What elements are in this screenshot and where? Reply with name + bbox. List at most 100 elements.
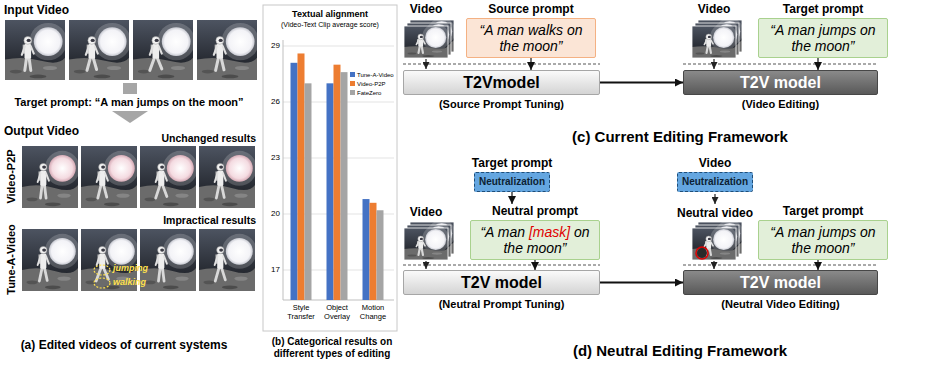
legend-text: FateZero: [357, 89, 381, 97]
legend-swatch: [350, 72, 355, 77]
astronaut-legs: [25, 57, 31, 70]
crater: [138, 70, 150, 74]
axis-tick: 26: [265, 97, 280, 107]
box-heading: Target prompt: [783, 2, 863, 16]
astronaut-head: [706, 34, 712, 40]
axis-tick: 20: [271, 209, 280, 218]
prompt-note: Target prompt: “A man jumps on the moon”: [14, 96, 243, 108]
astronaut-legs: [216, 57, 224, 70]
box-heading: Video: [699, 156, 731, 170]
bar: [298, 53, 305, 300]
text-run: T2Vmodel: [463, 74, 539, 91]
moon-ground: [199, 185, 255, 208]
moon-ground: [197, 58, 257, 80]
step-caption: (Neutral Video Editing): [721, 298, 839, 310]
panel-caption: (a) Edited videos of current systems: [21, 338, 228, 352]
axis-tick: 29: [271, 41, 280, 50]
step-caption: (Video Editing): [683, 98, 878, 111]
crater: [163, 202, 179, 206]
bar: [334, 65, 341, 300]
astronaut-arms: [156, 256, 167, 265]
astronaut-arms: [97, 256, 108, 265]
bar: [377, 210, 384, 300]
callout-text: walking: [113, 277, 163, 288]
astronaut-legs: [216, 184, 224, 198]
crater: [45, 285, 61, 289]
astronaut-visor: [101, 249, 105, 252]
crater: [94, 75, 111, 79]
text-run: Source prompt: [488, 2, 573, 16]
crater: [57, 193, 70, 197]
crater: [432, 252, 443, 254]
text-run: “A man jumps on the moon”: [770, 224, 875, 256]
astronaut-arms: [416, 40, 425, 44]
video-frame: [199, 229, 255, 291]
video-frame: [404, 26, 448, 58]
moon-ground: [22, 185, 78, 208]
crater: [175, 193, 188, 197]
planet: [98, 27, 127, 56]
crater: [235, 66, 249, 70]
crater: [432, 50, 443, 52]
bar: [327, 83, 334, 300]
video-label: Video: [400, 2, 452, 16]
video-frame: [5, 20, 65, 80]
planet: [108, 238, 135, 265]
video-frame: [140, 146, 196, 208]
astronaut-head: [158, 163, 165, 170]
crater: [107, 66, 121, 70]
astronaut-arms: [416, 242, 425, 246]
astronaut-head: [217, 163, 224, 170]
row-title: Input Video: [4, 3, 69, 17]
box-heading: Target prompt: [472, 156, 552, 170]
result-note: Impractical results: [130, 214, 256, 227]
astronaut-arms: [704, 40, 713, 44]
chart-subtitle: (Video-Text Clip average score): [281, 21, 379, 28]
category-label: Style Transfer: [287, 303, 315, 321]
flow-arrow: [511, 192, 512, 204]
video-frame: [22, 146, 78, 208]
video-label: Video: [400, 205, 452, 219]
moon-ground: [692, 46, 736, 58]
frame-edge: [692, 26, 736, 58]
category-label: Object Overlay: [319, 303, 355, 321]
astronaut-arms: [97, 173, 108, 182]
text-run: “A man walks on the moon”: [480, 22, 583, 54]
planet-glow: [157, 23, 193, 60]
moon-ground: [199, 268, 255, 291]
crater: [408, 53, 417, 55]
moon-ground: [22, 268, 78, 291]
crater: [171, 66, 185, 70]
box-heading: Source prompt: [488, 2, 573, 16]
planet-glow: [29, 23, 65, 60]
video-label: Neutral video: [668, 206, 762, 220]
step-caption: (Source Prompt Tuning): [403, 98, 600, 111]
crater: [104, 202, 120, 206]
flow-arrow: [817, 58, 818, 70]
astronaut-visor: [42, 166, 46, 169]
astronaut-legs: [156, 184, 167, 198]
legend-text: Video-P2P: [357, 80, 386, 88]
video-label: Video: [688, 2, 740, 16]
video-frame: [69, 20, 129, 80]
result-note: Unchanged results: [130, 132, 256, 145]
planet: [34, 27, 63, 56]
astronaut-legs: [150, 57, 162, 70]
prompt-note: Target prompt: “A man jumps on the moon”: [0, 96, 258, 109]
crater: [222, 75, 239, 79]
callout-text: jumping: [113, 263, 148, 273]
neutralization-box: VideoNeutralization: [677, 156, 753, 192]
planet-glow: [93, 23, 129, 60]
crater: [85, 197, 96, 201]
chart-frame: [263, 5, 397, 331]
crater: [144, 197, 155, 201]
crater: [144, 280, 155, 284]
crater: [10, 70, 22, 74]
box-text: “A man jumps on the moon”: [758, 18, 888, 58]
astronaut-head: [706, 236, 712, 242]
panel-caption: (c) Current Editing Framework: [430, 128, 930, 146]
box-text: “A man jumps on the moon”: [758, 220, 888, 260]
box-text: T2V model: [403, 270, 600, 295]
astronaut-arms: [150, 46, 162, 54]
